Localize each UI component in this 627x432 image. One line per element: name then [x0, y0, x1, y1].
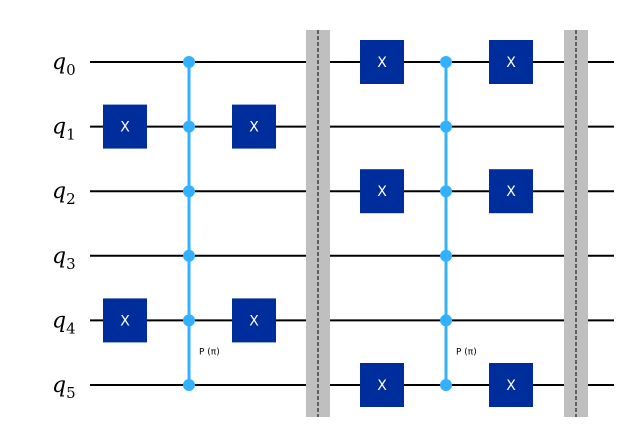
- x-gate-q2-col4: [360, 169, 404, 214]
- qubit-label-5: q5: [52, 373, 76, 402]
- control-dot-q2-col1: [183, 185, 195, 198]
- qubit-name: q: [52, 50, 66, 75]
- x-gate-label: X: [506, 55, 516, 71]
- control-dot-q0-col5: [440, 56, 452, 68]
- control-dot-q5-col1: [183, 379, 195, 391]
- x-gate-label: X: [249, 120, 259, 136]
- qubit-label-1: q1: [52, 115, 76, 144]
- control-dot-q1-col1: [183, 120, 195, 133]
- x-gate-label: X: [377, 184, 387, 200]
- qubit-name: q: [52, 179, 66, 204]
- control-dot-q0-col1: [183, 56, 195, 68]
- qubit-label-0: q0: [52, 50, 76, 79]
- x-gate-label: X: [377, 378, 387, 394]
- qubit-index: 3: [66, 255, 76, 273]
- control-dot-q1-col5: [440, 120, 452, 133]
- qubit-label-3: q3: [52, 244, 76, 273]
- x-gate-q0-col4: [360, 40, 404, 84]
- x-gate-q5-col6: [489, 363, 533, 407]
- control-dot-q3-col5: [440, 249, 452, 262]
- x-gate-q1-col0: [103, 104, 147, 149]
- x-gate-q4-col2: [232, 298, 276, 343]
- x-gate-label: X: [506, 184, 516, 200]
- control-dot-q4-col1: [183, 314, 195, 327]
- qubit-wires: [90, 61, 614, 386]
- qubit-index: 1: [66, 126, 76, 144]
- control-dot-q2-col5: [440, 185, 452, 198]
- control-dot-q5-col5: [440, 379, 452, 391]
- qubit-name: q: [52, 308, 66, 333]
- x-gate-q5-col4: [360, 363, 404, 407]
- qubit-name: q: [52, 115, 66, 140]
- x-gate-label: X: [377, 55, 387, 71]
- x-gate-label: X: [506, 378, 516, 394]
- x-gate-q1-col2: [232, 104, 276, 149]
- qubit-index: 0: [66, 61, 76, 79]
- qubit-label-2: q2: [52, 179, 76, 208]
- qubit-label-4: q4: [52, 308, 76, 337]
- qubit-index: 2: [66, 190, 76, 208]
- circuit-operations: X X P (π) X X X X X P (π) X X X: [103, 30, 588, 417]
- qubit-name: q: [52, 373, 66, 398]
- qubit-name: q: [52, 244, 66, 269]
- x-gate-q2-col6: [489, 169, 533, 214]
- control-dot-q3-col1: [183, 249, 195, 262]
- x-gate-label: X: [120, 120, 130, 136]
- x-gate-label: X: [249, 313, 259, 329]
- x-gate-q4-col0: [103, 298, 147, 343]
- x-gate-q0-col6: [489, 40, 533, 84]
- qubit-index: 4: [66, 319, 76, 337]
- control-dot-q4-col5: [440, 314, 452, 327]
- x-gate-label: X: [120, 313, 130, 329]
- qubit-index: 5: [66, 384, 76, 402]
- phase-param-label-col5: P (π): [456, 347, 477, 357]
- phase-param-label-col1: P (π): [199, 347, 220, 357]
